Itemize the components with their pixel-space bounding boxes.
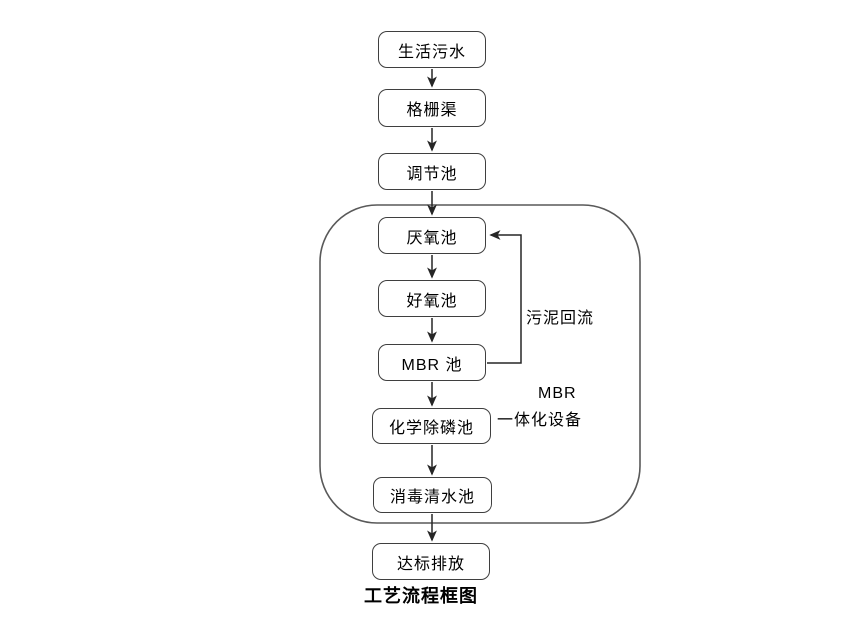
node-chem-phosphorus-tank: 化学除磷池 [372, 408, 491, 444]
node-label: 好氧池 [406, 292, 458, 310]
node-label: 生活污水 [397, 43, 466, 61]
node-aerobic-tank: 好氧池 [378, 280, 486, 317]
node-standard-discharge: 达标排放 [372, 543, 490, 580]
node-mbr-tank: MBR 池 [378, 344, 486, 381]
node-label: 厌氧池 [406, 229, 458, 247]
node-label: 达标排放 [396, 555, 465, 573]
node-label: 消毒清水池 [389, 489, 475, 506]
mbr-equipment-label-line2: 一体化设备 [497, 412, 583, 429]
node-label: 调节池 [406, 165, 458, 183]
node-label: 格栅渠 [406, 102, 458, 119]
mbr-equipment-label-line1: MBR [538, 385, 577, 402]
sludge-return-label: 污泥回流 [526, 310, 595, 327]
diagram-caption: 工艺流程框图 [364, 586, 478, 606]
node-disinfection-tank: 消毒清水池 [373, 477, 492, 513]
node-domestic-sewage: 生活污水 [378, 31, 486, 68]
node-label: 化学除磷池 [388, 420, 474, 437]
node-regulating-tank: 调节池 [378, 153, 486, 190]
node-grid-channel: 格栅渠 [378, 89, 486, 127]
node-anaerobic-tank: 厌氧池 [378, 217, 486, 254]
mbr-container-outline [319, 204, 641, 524]
node-label: MBR 池 [401, 356, 463, 374]
sludge-return-connector [487, 230, 522, 364]
